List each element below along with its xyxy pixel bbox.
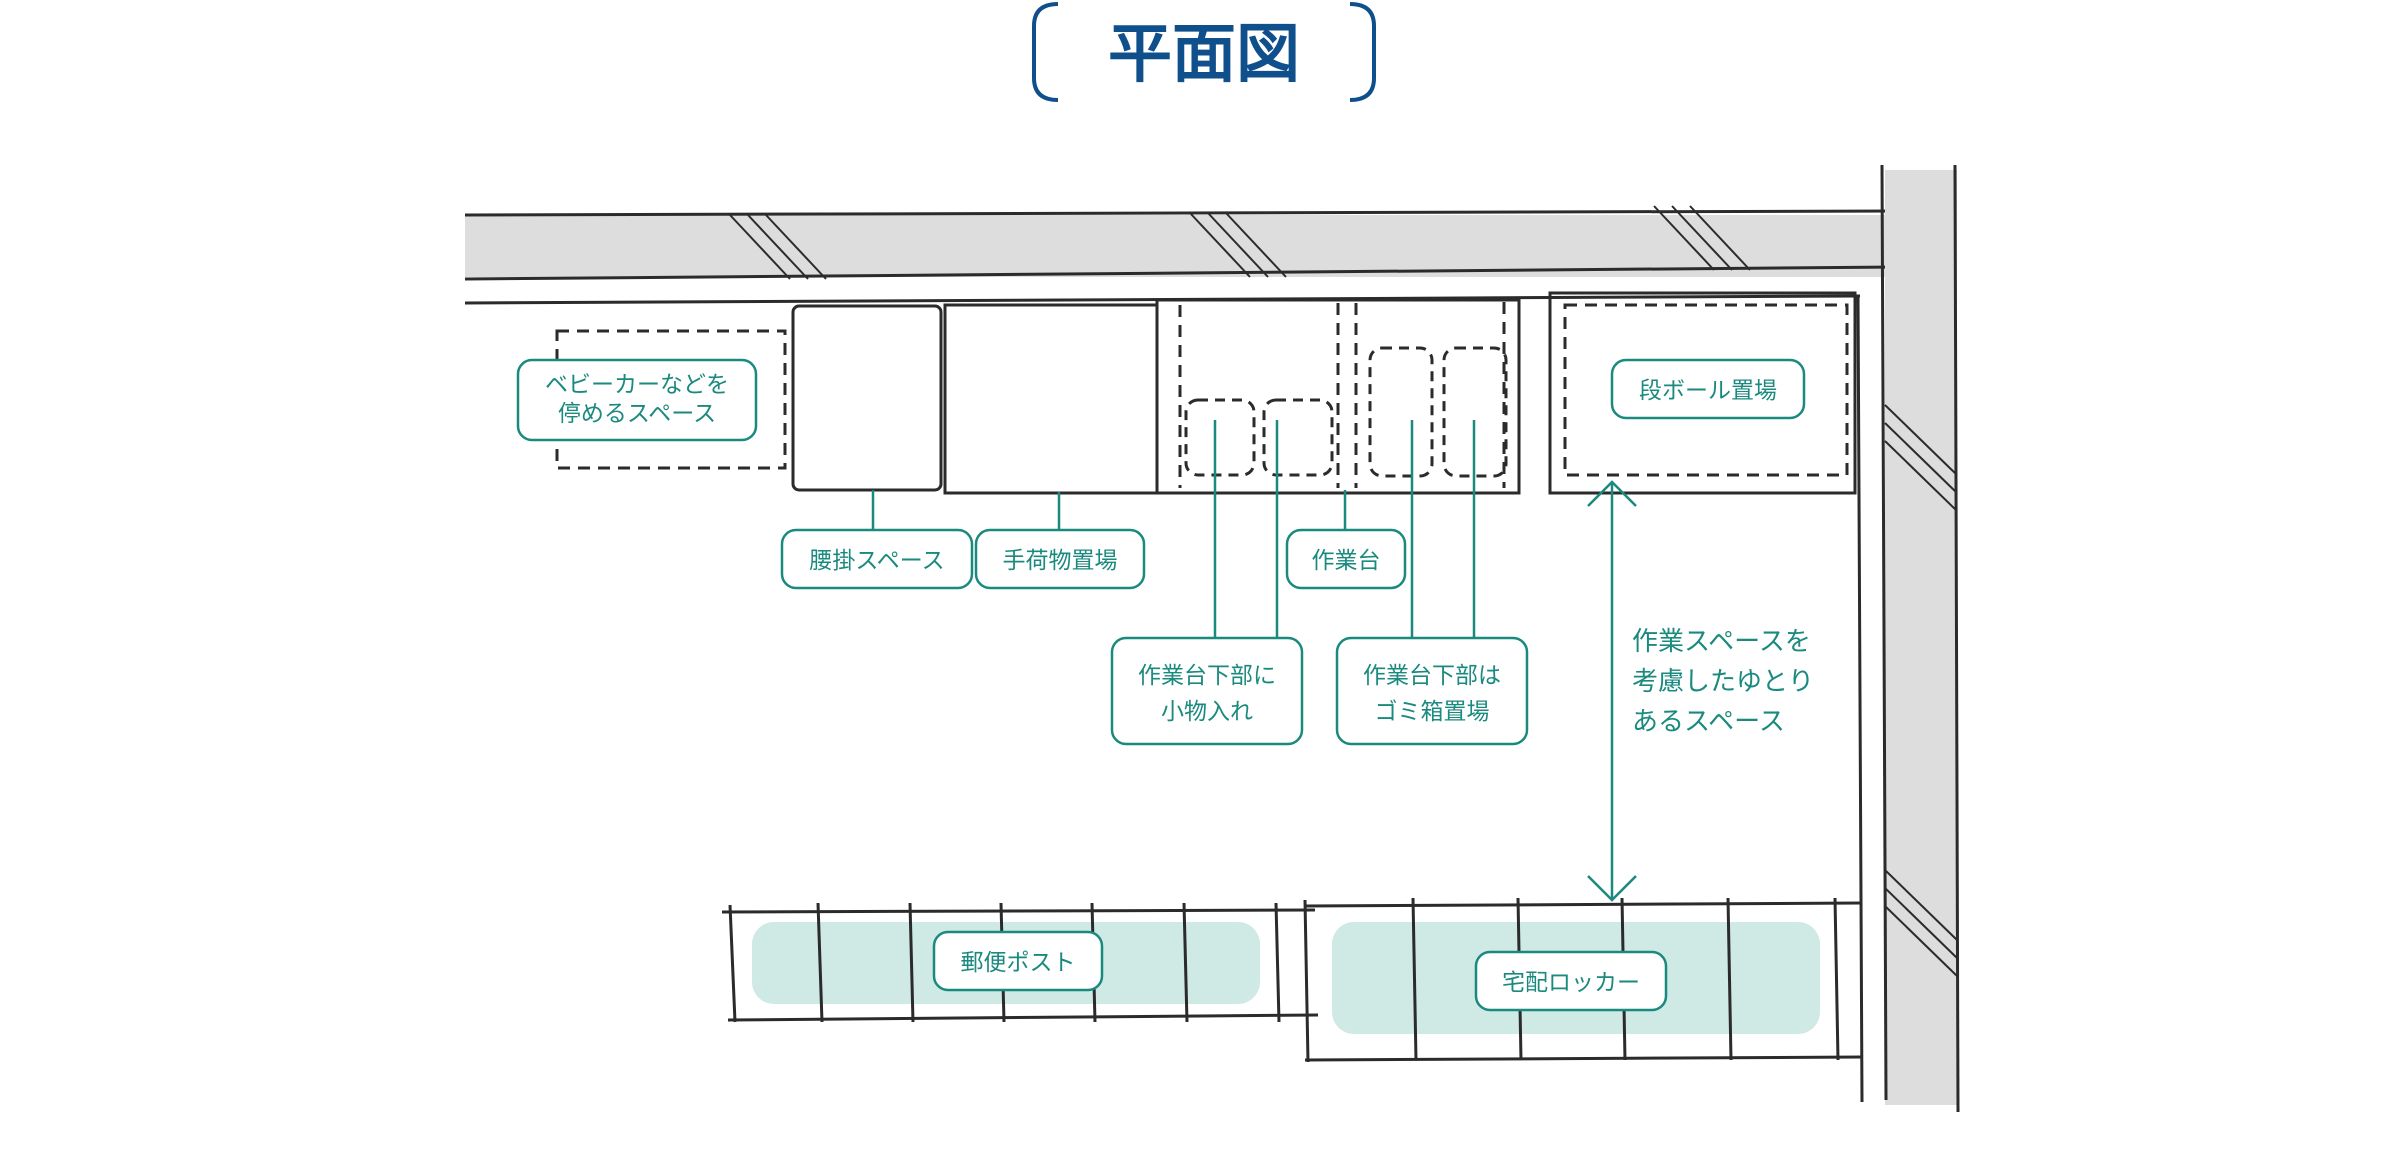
label-box — [1285, 528, 1407, 590]
page-title: 平面図 — [1108, 18, 1300, 92]
mailbox-edge — [721, 908, 1316, 914]
wall-hatch — [1189, 212, 1251, 278]
wall-line — [1880, 164, 1888, 1101]
label-small-items-line1: 作業台下部に — [1138, 663, 1276, 689]
mailbox-divider — [1274, 902, 1281, 1023]
wall-hatch — [1671, 205, 1733, 271]
label-mailbox-text: 郵便ポスト — [961, 950, 1076, 976]
leader-lines — [871, 420, 1637, 902]
mailbox-divider — [728, 904, 737, 1023]
mailbox-divider — [1182, 902, 1189, 1023]
top-wall-fill — [465, 215, 1890, 277]
label-cardboard-text: 段ボール置場 — [1639, 378, 1777, 404]
label-delivery-locker: 宅配ロッカー — [1474, 950, 1668, 1012]
locker-divider — [1833, 897, 1840, 1061]
label-trash-line1: 作業台下部は — [1363, 663, 1501, 689]
wall-hatch — [1225, 212, 1287, 278]
wall-hatch — [729, 214, 791, 280]
label-workbench: 作業台 — [1285, 528, 1407, 590]
label-box — [974, 528, 1146, 590]
label-small-items: 作業台下部に 小物入れ — [1110, 636, 1304, 746]
label-seat-text: 腰掛スペース — [809, 548, 944, 574]
locker-edge — [1304, 901, 1863, 908]
title-bracket-right — [1349, 2, 1376, 102]
label-box — [1335, 636, 1529, 746]
label-baggage-text: 手荷物置場 — [1003, 548, 1118, 574]
label-stroller: ベビーカーなどを 停めるスペース — [516, 358, 758, 442]
wall-hatch — [1884, 887, 1958, 959]
wall-hatch — [1884, 440, 1958, 512]
label-workspace: 作業スペースを 考慮したゆとり あるスペース — [1632, 627, 1814, 737]
label-seat: 腰掛スペース — [780, 528, 974, 590]
arrow-head-down-icon — [1587, 875, 1637, 902]
label-delivery-locker-text: 宅配ロッカー — [1502, 970, 1640, 996]
locker-edge — [1304, 1055, 1863, 1062]
wall-hatch — [1884, 404, 1958, 476]
small-storage-box — [1184, 398, 1256, 477]
wall-hatch — [1207, 212, 1269, 278]
label-box — [1474, 950, 1668, 1012]
wall-hatch — [1884, 422, 1958, 494]
label-box — [516, 358, 758, 442]
locker-divider — [1726, 897, 1733, 1061]
wall-hatch — [747, 214, 809, 280]
title-bracket-left — [1032, 2, 1059, 102]
label-stroller-line2: 停めるスペース — [558, 401, 716, 427]
small-storage-box — [1262, 398, 1334, 477]
wall-line — [464, 265, 1899, 281]
wall-line — [1856, 294, 1864, 1103]
title-group: 平面図 — [1032, 2, 1376, 102]
arrow-head-up-icon — [1587, 480, 1637, 507]
label-box — [1610, 358, 1806, 420]
mailbox-divider — [816, 902, 824, 1023]
wall-hatch — [1884, 869, 1958, 941]
wall-hatch — [1884, 905, 1958, 977]
cardboard-area-outline — [1548, 291, 1857, 495]
wall-hatch — [1689, 205, 1751, 271]
right-wall — [1856, 164, 1960, 1113]
trash-bin-box — [1368, 346, 1434, 478]
seat-space-outline — [791, 304, 943, 492]
label-workspace-line3: あるスペース — [1632, 707, 1785, 737]
mailbox-edge — [727, 1013, 1319, 1022]
cardboard-area-dashed — [1563, 303, 1849, 477]
label-box — [780, 528, 974, 590]
wall-hatch — [1653, 205, 1715, 271]
label-box — [932, 930, 1104, 992]
trash-bin-box — [1442, 346, 1508, 478]
label-workspace-line2: 考慮したゆとり — [1632, 667, 1814, 697]
label-box — [1110, 636, 1304, 746]
label-stroller-line1: ベビーカーなどを — [545, 372, 729, 398]
label-trash: 作業台下部は ゴミ箱置場 — [1335, 636, 1529, 746]
label-cardboard: 段ボール置場 — [1610, 358, 1806, 420]
mailbox-divider — [908, 902, 915, 1023]
locker-divider — [1303, 899, 1310, 1063]
label-mailbox: 郵便ポスト — [932, 930, 1104, 992]
locker-divider — [1411, 897, 1418, 1061]
label-small-items-line2: 小物入れ — [1161, 699, 1253, 725]
wall-line — [1953, 164, 1960, 1113]
label-trash-line2: ゴミ箱置場 — [1375, 699, 1490, 725]
label-baggage: 手荷物置場 — [974, 528, 1146, 590]
label-workspace-line1: 作業スペースを — [1632, 627, 1811, 657]
wall-hatch — [765, 214, 827, 280]
workbench-outline — [1155, 298, 1521, 495]
right-wall-fill — [1885, 170, 1957, 1105]
label-workbench-text: 作業台 — [1312, 548, 1381, 574]
